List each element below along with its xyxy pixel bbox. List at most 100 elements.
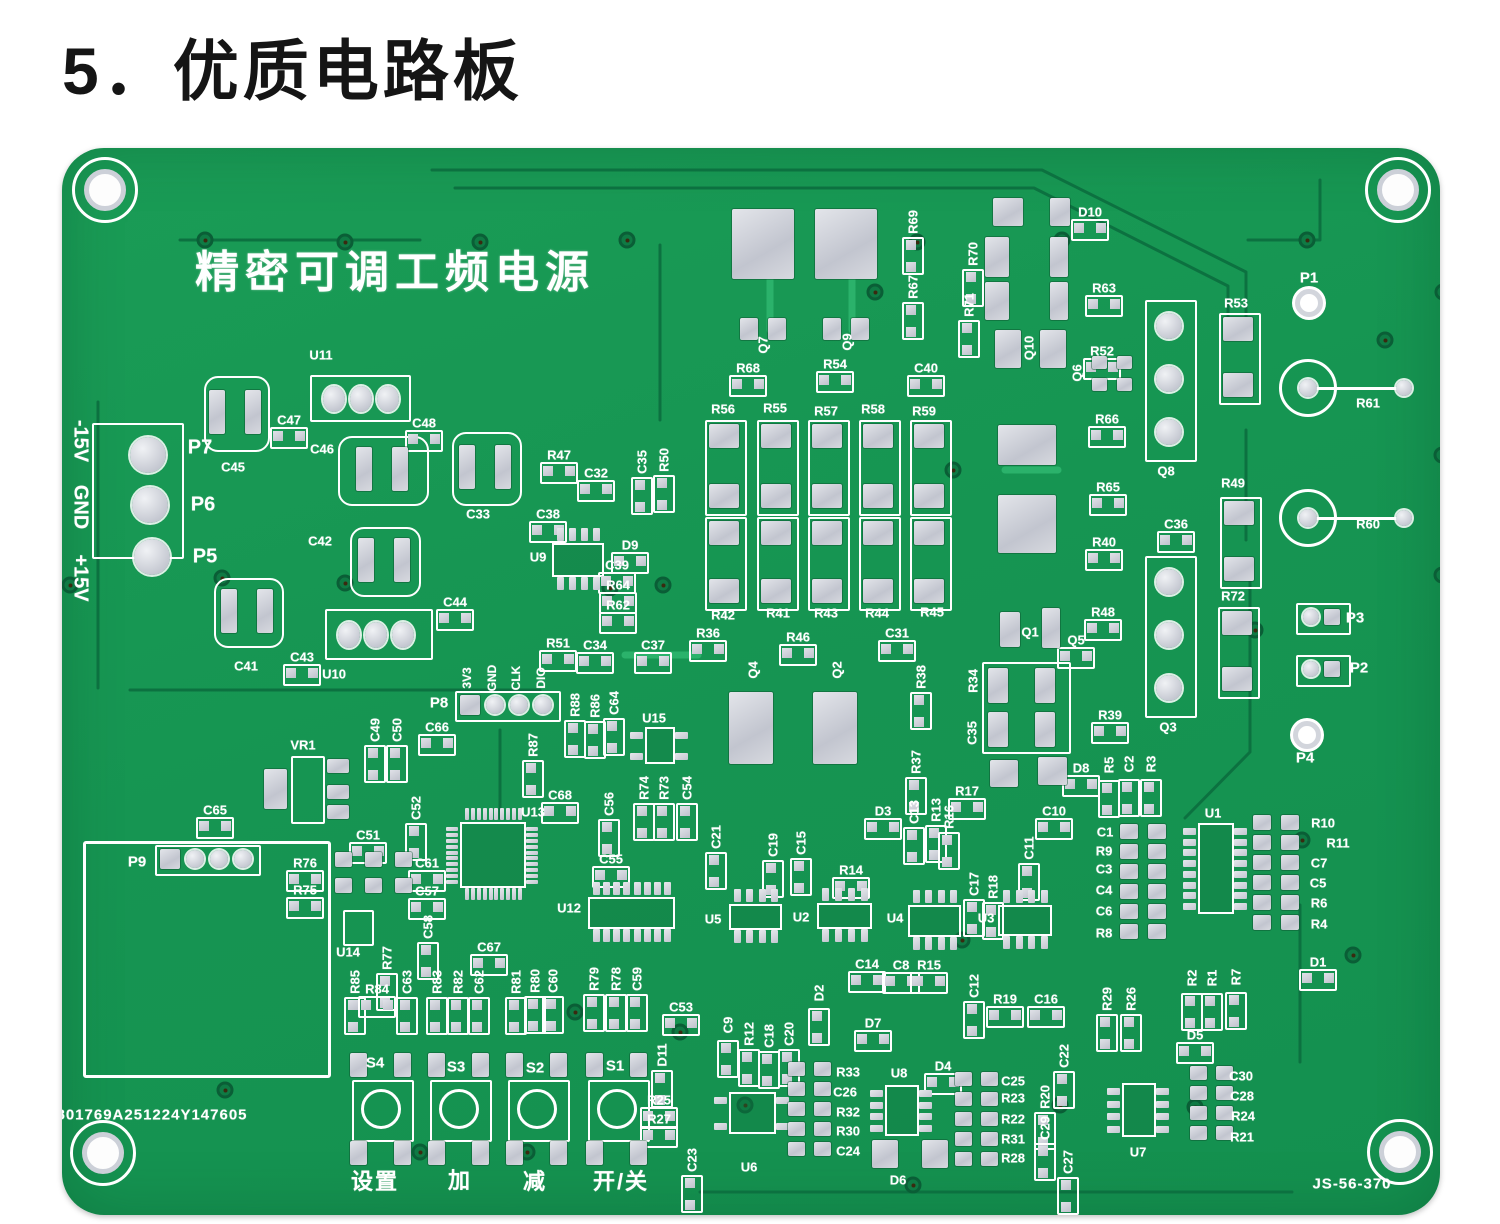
ic-pin [1107,1126,1120,1133]
header-pin [210,850,228,868]
smd-pad [981,1132,998,1146]
silkscreen-label-C15: C15 [793,831,809,855]
silkscreen-label-R21: R21 [1230,1129,1254,1145]
header-outline [1296,603,1351,635]
silkscreen-label-R64: R64 [606,577,630,593]
mcu-pin [476,888,481,900]
mcu-pin [470,888,475,900]
silkscreen-label-R45: R45 [920,604,944,620]
trimmer-pad [264,769,287,809]
silkscreen-label-R16: R16 [941,805,957,829]
silkscreen-label-C4: C4 [1095,882,1113,898]
chip-component [816,371,854,393]
smd-pad [814,1142,831,1156]
silkscreen-label-C61: C61 [415,855,439,871]
ic-body [998,905,1052,936]
chip-component [418,734,456,756]
ic-pin [776,1097,789,1104]
ic-pin [643,929,651,942]
smd-pad [981,1072,998,1086]
ic-body [552,543,604,577]
button-pad [428,1053,445,1077]
ic-pin [746,930,754,943]
ic-pin [1156,1100,1169,1108]
silkscreen-label-R12: R12 [741,1022,757,1046]
ic-pin [1041,890,1048,903]
ic-pin [1107,1100,1120,1108]
power-connector-pin [134,539,170,575]
silkscreen-label-C47: C47 [277,412,301,428]
resistor-pad [863,484,893,508]
ic-pin [714,1097,727,1104]
ic-pin [919,1090,932,1097]
silkscreen-label-C2: C2 [1121,755,1137,773]
silkscreen-label-R55: R55 [763,400,787,416]
ic-pin [557,577,564,590]
smd-pad [335,878,352,893]
display-window-outline [83,841,331,1078]
silkscreen-label-C27: C27 [1060,1150,1076,1174]
silkscreen-label-C45: C45 [221,459,245,475]
capacitor-pad [391,447,408,491]
silkscreen-label-R68: R68 [736,360,760,376]
mcu-pin [526,868,538,873]
smd-pad [815,209,877,279]
power-resistor-outline [705,517,747,611]
regulator-pad [377,385,399,412]
smd-pad [1035,668,1055,703]
chip-component [283,664,321,686]
silkscreen-label-R39: R39 [1098,707,1122,723]
silkscreen-label-R57: R57 [814,403,838,419]
resistor-pad [914,521,944,545]
capacitor-pad [357,538,374,582]
capacitor-outline [214,578,284,648]
chip-component [653,475,675,513]
silkscreen-label-R32: R32 [836,1104,860,1120]
silkscreen-label-R30: R30 [836,1123,860,1139]
silkscreen-label-U1: U1 [1204,805,1222,821]
chip-component [948,798,986,820]
smd-pad [1035,712,1055,747]
chip-component [634,652,672,674]
resistor-pad [709,521,739,545]
chip-component [1299,969,1337,991]
silkscreen-label-3V3: 3V3 [460,667,474,689]
capacitor-pad [209,390,225,434]
ic-body [729,904,782,930]
mcu-pin [446,850,458,855]
mcu-pin [470,808,475,820]
chip-component [405,430,443,452]
resistor-pad [812,484,842,508]
header-outline [155,845,261,876]
chip-component [1071,219,1109,241]
chip-component [270,427,308,449]
silkscreen-label-R2: R2 [1184,969,1200,987]
chip-component [878,640,916,662]
plated-hole [1293,721,1321,749]
chip-component [522,760,544,798]
silkscreen-label-D1: D1 [1309,954,1327,970]
capacitor-outline [338,436,429,506]
silkscreen-label-x: 减 [522,1169,548,1194]
silkscreen-label-JS-56-370: JS-56-370 [1312,1175,1392,1193]
tactile-button-outline [430,1080,492,1142]
capacitor-pad [221,589,237,633]
ic-pin [1003,890,1010,903]
mcu-pin [465,808,469,820]
ic-pin [581,577,588,590]
mounting-hole [72,157,138,223]
smd-pad [814,1122,831,1136]
silkscreen-label-Q9: Q9 [839,333,855,351]
silkscreen-label-D11: D11 [654,1043,670,1067]
chip-component [592,866,630,888]
capacitor-outline [452,432,522,506]
ic-pin [613,929,621,942]
smd-pad [395,852,412,867]
resistor-pad [812,579,842,603]
resistor-pad [761,521,791,545]
silkscreen-label-C25: C25 [1001,1073,1025,1089]
silkscreen-label-C49: C49 [367,718,383,742]
ic-pin [1234,870,1247,878]
chip-component [1084,619,1122,641]
ic-pin [870,1090,883,1097]
